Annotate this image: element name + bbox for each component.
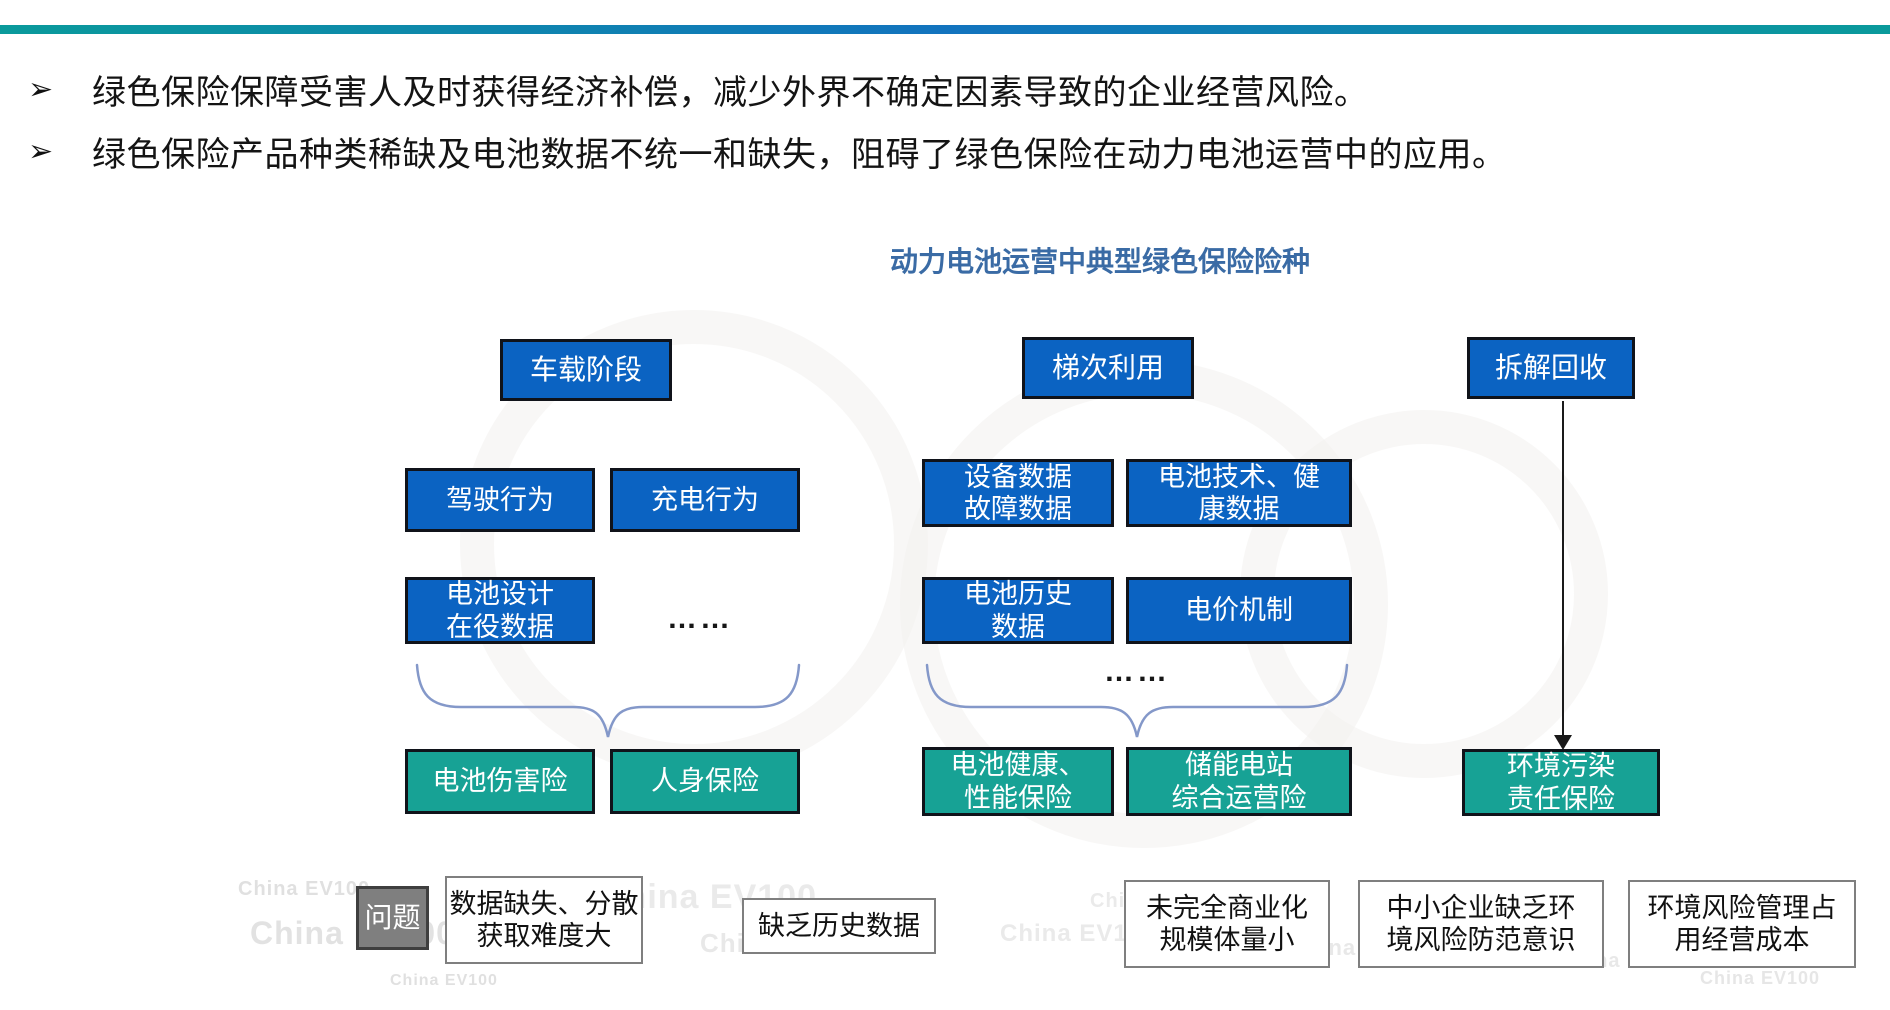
problem-box-data-missing: 数据缺失、分散 获取难度大 [445,876,643,964]
data-box-charging-behavior: 充电行为 [610,468,800,532]
stage-box-echelon-use: 梯次利用 [1022,337,1194,399]
brace-left-icon [415,663,801,738]
bullet-list: ➢ 绿色保险保障受害人及时获得经济补偿，减少外界不确定因素导致的企业经营风险。 … [28,58,1507,182]
data-box-battery-history: 电池历史 数据 [922,577,1114,644]
insurance-box-personal: 人身保险 [610,749,800,814]
insurance-box-environment-pollution: 环境污染 责任保险 [1462,749,1660,816]
top-accent-bar [0,25,1890,34]
bullet-item: ➢ 绿色保险保障受害人及时获得经济补偿，减少外界不确定因素导致的企业经营风险。 [28,58,1507,120]
brace-middle-icon [925,663,1349,738]
diagram-title: 动力电池运营中典型绿色保险险种 [889,246,1310,277]
problem-label-box: 问题 [356,886,429,950]
data-box-battery-tech-health: 电池技术、健 康数据 [1126,459,1352,527]
problem-box-env-risk-cost: 环境风险管理占 用经营成本 [1628,880,1856,968]
bullet-text: 绿色保险产品种类稀缺及电池数据不统一和缺失，阻碍了绿色保险在动力电池运营中的应用… [92,135,1507,174]
watermark-text: China EV100 [238,878,371,900]
problem-box-no-history-data: 缺乏历史数据 [742,898,936,954]
watermark-text: China EV100 [1700,968,1821,988]
stage-box-dismantle-recycle: 拆解回收 [1467,337,1635,399]
arrow-head-icon [1554,735,1572,750]
bullet-item: ➢ 绿色保险产品种类稀缺及电池数据不统一和缺失，阻碍了绿色保险在动力电池运营中的… [28,120,1507,182]
data-box-device-fault-data: 设备数据 故障数据 [922,459,1114,527]
watermark-text: China EV100 [390,972,498,989]
problem-box-not-commercialized: 未完全商业化 规模体量小 [1124,880,1330,968]
bullet-arrow-icon: ➢ [28,72,54,106]
data-box-battery-design: 电池设计 在役数据 [405,577,595,644]
insurance-box-storage-station: 储能电站 综合运营险 [1126,747,1352,816]
data-box-driving-behavior: 驾驶行为 [405,468,595,532]
bullet-arrow-icon: ➢ [28,134,54,168]
data-box-price-mechanism: 电价机制 [1126,577,1352,644]
problem-box-sme-awareness: 中小企业缺乏环 境风险防范意识 [1358,880,1604,968]
arrow-line [1562,401,1564,736]
ellipsis-echelon: …… [1104,655,1170,688]
bullet-text: 绿色保险保障受害人及时获得经济补偿，减少外界不确定因素导致的企业经营风险。 [92,73,1369,112]
insurance-box-battery-damage: 电池伤害险 [405,749,595,814]
insurance-box-battery-health: 电池健康、 性能保险 [922,747,1114,816]
stage-box-vehicle: 车载阶段 [500,339,672,401]
ellipsis-vehicle: …… [667,602,733,635]
